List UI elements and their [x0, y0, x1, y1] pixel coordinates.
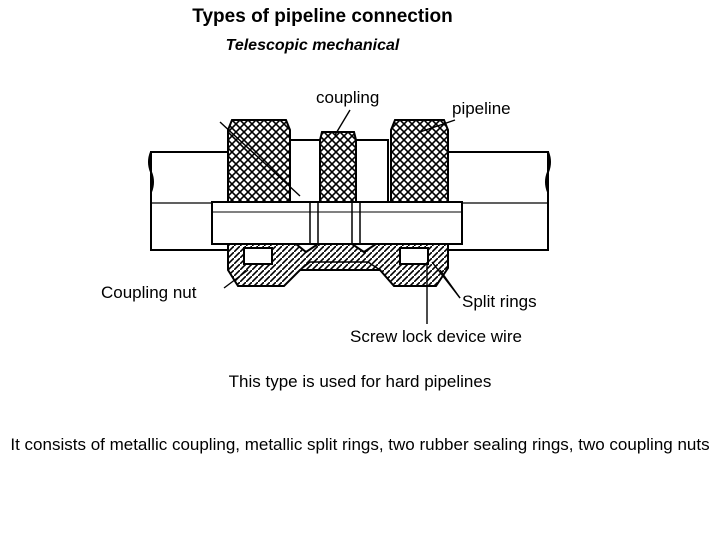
- label-pipeline: pipeline: [452, 99, 511, 118]
- note-usage: This type is used for hard pipelines: [228, 372, 492, 391]
- label-split-rings: Split rings: [462, 292, 537, 311]
- pipeline-right: [447, 151, 551, 251]
- coupling-center: [319, 131, 357, 203]
- note-composition: It consists of metallic coupling, metall…: [10, 435, 710, 454]
- label-coupling-nut: Coupling nut: [101, 283, 197, 302]
- diagram-subtitle: Telescopic mechanical: [225, 37, 400, 54]
- coupling-nut-right: [390, 119, 449, 203]
- label-coupling: coupling: [316, 88, 380, 107]
- diagram-title: Types of pipeline connection: [192, 6, 453, 27]
- lower-coupling-section: [227, 243, 449, 287]
- coupling-nut-left: [227, 119, 291, 203]
- leader-lines: [219, 109, 461, 324]
- label-lock-wire: Screw lock device wire: [350, 327, 522, 346]
